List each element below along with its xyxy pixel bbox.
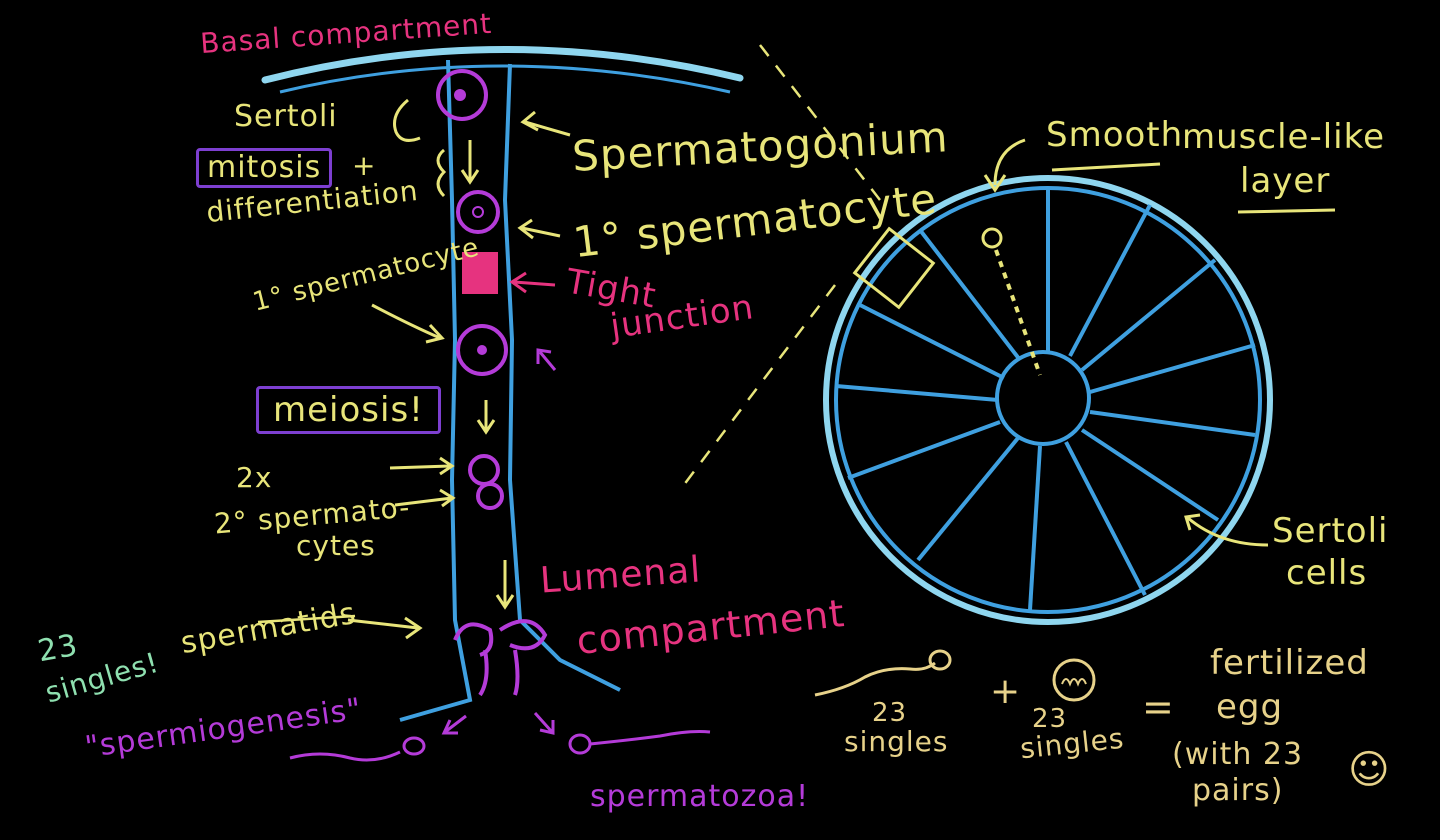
tubule-inner (834, 186, 1262, 614)
eq-with-23: (with 23 (1172, 737, 1304, 772)
brace-mitosis (436, 148, 447, 198)
secondary-spermatocyte-bottom (476, 482, 504, 510)
label-layer: layer (1240, 161, 1331, 201)
label-23: 23 (35, 627, 81, 670)
spermatids-cluster (453, 619, 548, 697)
underline-smooth (1051, 162, 1161, 172)
spermatogonium-cell (436, 69, 488, 121)
secondary-spermatocyte-top (468, 454, 500, 486)
spermatozoon-right (589, 730, 711, 746)
label-sertoli-cells-1: Sertoli (1272, 511, 1389, 551)
arrow-2x-2 (394, 488, 456, 508)
label-secondary-spermatocytes-2: cytes (296, 529, 376, 562)
tubule-cell-column (994, 249, 1042, 376)
arrow-sertoli-cells (1184, 513, 1269, 547)
curl-sertoli (393, 98, 421, 142)
arrow-primary-spermatocyte (517, 218, 561, 240)
eq-egg: egg (1216, 687, 1284, 727)
arrow-tight-junction (509, 271, 556, 294)
arrow-spermatozoa (533, 711, 555, 735)
label-muscle-like: muscle-like (1182, 117, 1385, 157)
arrow-down-1 (460, 140, 480, 185)
tight-junction-mark (462, 252, 498, 294)
label-mitosis: mitosis (196, 148, 333, 188)
lines-spermatids-underline (257, 614, 356, 624)
zoom-line-top (759, 44, 881, 201)
eq-plus: + (990, 671, 1022, 712)
tubule-lumen (995, 350, 1091, 446)
eq-23-a: 23 (872, 698, 908, 728)
arrow-down-3 (495, 560, 515, 610)
eq-singles-a: singles (844, 725, 949, 758)
label-2x: 2x (236, 461, 273, 494)
sperm-equation (814, 661, 936, 697)
arrow-spermiogenesis (441, 714, 467, 735)
label-sertoli-cells-2: cells (1286, 553, 1368, 593)
underline-layer (1237, 208, 1336, 214)
label-meiosis: meiosis! (256, 386, 441, 434)
sertoli-column-right-wall (502, 63, 621, 692)
primary-spermatocyte-nucleus-2 (477, 345, 487, 355)
spermatozoon-left-head (402, 736, 426, 756)
basal-membrane (261, 46, 744, 84)
eq-23-b: 23 (1032, 704, 1068, 734)
primary-spermatocyte-cell-1 (456, 190, 500, 234)
label-plus: + (352, 149, 377, 182)
spermatozoon-left (289, 750, 401, 762)
eq-fertilized: fertilized (1210, 643, 1369, 683)
egg-equation-inner (1061, 678, 1087, 687)
arrow-2x-1 (389, 456, 455, 476)
tubule-spermatogonium (981, 227, 1003, 249)
eq-pairs: pairs) (1192, 773, 1284, 808)
arrow-spermatids (347, 616, 423, 640)
sperm-equation-head (928, 649, 952, 671)
arrow-left-primary (371, 303, 445, 344)
egg-equation (1052, 658, 1096, 702)
arrow-smooth-muscle (983, 138, 1026, 193)
sertoli-spokes (835, 190, 1256, 611)
eq-equals: = (1142, 685, 1175, 729)
spermatogonium-nucleus (454, 89, 466, 101)
zoom-square (852, 226, 936, 310)
basal-membrane-inner (279, 64, 731, 94)
zoom-line-bottom (679, 284, 836, 491)
spermatozoon-right-head (568, 733, 592, 755)
arrow-spermatogonium (520, 110, 571, 137)
sertoli-column-left-wall (399, 59, 473, 722)
label-sertoli: Sertoli (234, 99, 338, 134)
primary-spermatocyte-nucleus-1 (472, 206, 484, 218)
label-smooth: Smooth (1046, 115, 1184, 155)
tubule-outer (823, 175, 1273, 625)
arrow-down-2 (476, 400, 496, 435)
primary-spermatocyte-cell-2 (456, 324, 508, 376)
label-spermatozoa: spermatozoa! (590, 779, 810, 814)
arrow-magenta-small (536, 348, 557, 371)
smiley-icon: ☺ (1348, 747, 1390, 793)
